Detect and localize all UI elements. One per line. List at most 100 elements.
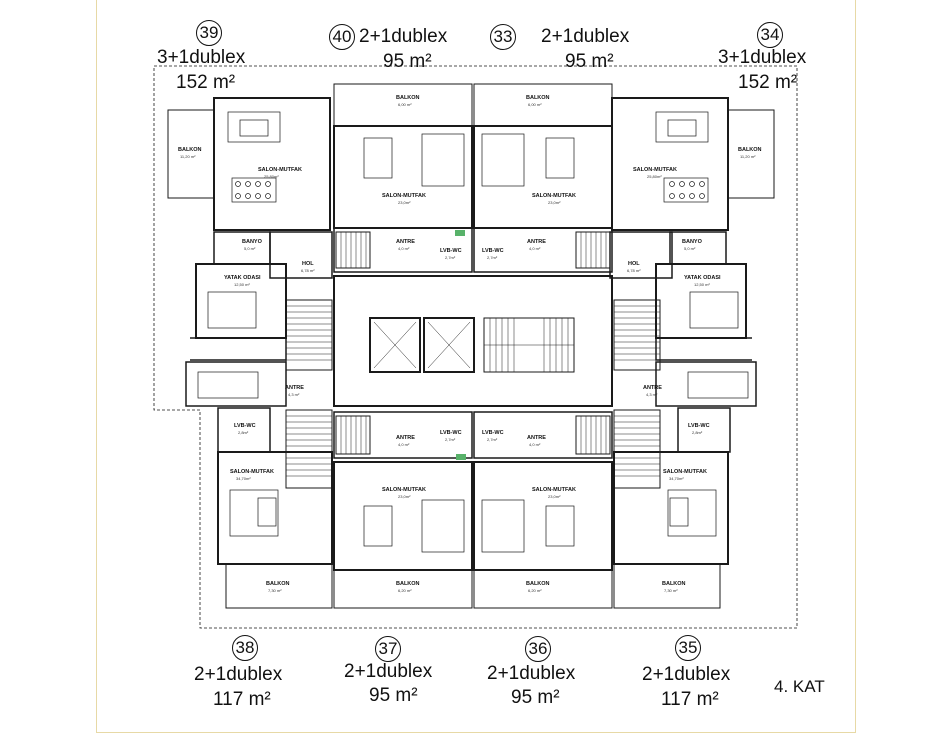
unit-number-37: 37 xyxy=(375,636,401,662)
room-label: BALKON xyxy=(396,95,420,101)
room-label: BALKON xyxy=(526,95,550,101)
room-label: SALON-MUTFAK xyxy=(230,469,274,475)
room-area: 6,78 m² xyxy=(627,268,641,273)
unit-number-38: 38 xyxy=(232,635,258,661)
room-label: LVB-WC xyxy=(440,248,462,254)
unit-37-balcony xyxy=(333,569,473,609)
room-area: 4,3 m² xyxy=(288,392,300,397)
unit-type-39: 3+1dublex xyxy=(157,47,246,68)
unit-36-balcony xyxy=(473,569,613,609)
room-area: 23,0m² xyxy=(398,494,411,499)
unit-34-balcony xyxy=(727,109,775,199)
room-area: 4,0 m² xyxy=(529,246,541,251)
unit-38-stair xyxy=(285,409,333,489)
room-area: 12,50 m² xyxy=(234,282,250,287)
room-label: BALKON xyxy=(178,147,202,153)
room-label: LVB-WC xyxy=(440,430,462,436)
unit-area-35: 117 m² xyxy=(661,689,719,710)
unit-type-40: 2+1dublex xyxy=(359,26,448,47)
unit-33-salon xyxy=(473,125,613,229)
unit-type-36: 2+1dublex xyxy=(487,663,576,684)
room-label: ANTRE xyxy=(396,435,415,441)
unit-area-37: 95 m² xyxy=(369,685,418,706)
room-label: SALON-MUTFAK xyxy=(258,167,302,173)
room-label: SALON-MUTFAK xyxy=(663,469,707,475)
unit-36-salon xyxy=(473,461,613,571)
room-label: ANTRE xyxy=(396,239,415,245)
unit-number-35: 35 xyxy=(675,635,701,661)
floor-label: 4. KAT xyxy=(774,677,825,696)
unit-area-36: 95 m² xyxy=(511,687,560,708)
room-area: 23,0m² xyxy=(398,200,411,205)
room-label: BALKON xyxy=(738,147,762,153)
unit-type-38: 2+1dublex xyxy=(194,664,283,685)
room-area: 2,7m² xyxy=(445,437,456,442)
unit-area-40: 95 m² xyxy=(383,51,432,72)
unit-33-balcony xyxy=(473,83,613,127)
unit-number-34: 34 xyxy=(757,22,783,48)
room-area: 12,50 m² xyxy=(694,282,710,287)
unit-34-stair xyxy=(613,299,661,371)
unit-number-40: 40 xyxy=(329,24,355,50)
room-label: YATAK ODASI xyxy=(224,275,261,281)
unit-37-stair xyxy=(335,415,371,455)
unit-39-hall xyxy=(269,231,333,279)
unit-type-35: 2+1dublex xyxy=(642,664,731,685)
room-label: HOL xyxy=(302,261,314,267)
unit-34-dining xyxy=(655,361,757,407)
unit-33-stair xyxy=(575,231,611,269)
unit-40-salon xyxy=(333,125,473,229)
room-label: SALON-MUTFAK xyxy=(382,487,426,493)
room-area: 2,8m² xyxy=(692,430,703,435)
core xyxy=(333,275,613,407)
room-label: HOL xyxy=(628,261,640,267)
room-area: 25,80m² xyxy=(264,174,279,179)
unit-area-33: 95 m² xyxy=(565,51,614,72)
room-label: SALON-MUTFAK xyxy=(382,193,426,199)
unit-37-entry xyxy=(333,411,473,459)
elevator-2 xyxy=(423,317,475,373)
unit-number-36: 36 xyxy=(525,636,551,662)
unit-34-salon xyxy=(611,97,729,231)
room-label: BALKON xyxy=(662,581,686,587)
unit-35-stair xyxy=(613,409,661,489)
unit-39-stair xyxy=(285,299,333,371)
unit-39-dining xyxy=(185,361,287,407)
room-label: ANTRE xyxy=(527,239,546,245)
unit-type-37: 2+1dublex xyxy=(344,661,433,682)
unit-number-39: 39 xyxy=(196,20,222,46)
room-area: 2,7m² xyxy=(445,255,456,260)
room-area: 2,7m² xyxy=(487,255,498,260)
room-area: 6,78 m² xyxy=(301,268,315,273)
unit-40-entry xyxy=(333,227,473,273)
unit-38-balcony xyxy=(225,563,333,609)
unit-39-bath xyxy=(213,231,271,265)
room-area: 4,0 m² xyxy=(398,442,410,447)
room-area: 2,7m² xyxy=(487,437,498,442)
unit-39-balcony xyxy=(167,109,215,199)
unit-34-hall xyxy=(609,231,673,279)
room-area: 4,0 m² xyxy=(529,442,541,447)
room-label: BALKON xyxy=(396,581,420,587)
unit-37-salon xyxy=(333,461,473,571)
room-area: 7,30 m² xyxy=(664,588,678,593)
room-area: 6,00 m² xyxy=(398,102,412,107)
page-frame xyxy=(96,0,856,733)
room-area: 5,0 m² xyxy=(684,246,696,251)
room-label: SALON-MUTFAK xyxy=(532,193,576,199)
unit-35-balcony xyxy=(613,563,721,609)
room-label: ANTRE xyxy=(285,385,304,391)
room-label: ANTRE xyxy=(527,435,546,441)
room-area: 6,00 m² xyxy=(528,102,542,107)
room-area: 34,70m² xyxy=(236,476,251,481)
room-label: BANYO xyxy=(682,239,702,245)
room-area: 4,3 m² xyxy=(646,392,658,397)
room-label: BANYO xyxy=(242,239,262,245)
room-area: 11,20 m² xyxy=(180,154,196,159)
unit-33-entry xyxy=(473,227,613,273)
room-label: SALON-MUTFAK xyxy=(532,487,576,493)
room-area: 11,20 m² xyxy=(740,154,756,159)
room-label: YATAK ODASI xyxy=(684,275,721,281)
elevator-1 xyxy=(369,317,421,373)
